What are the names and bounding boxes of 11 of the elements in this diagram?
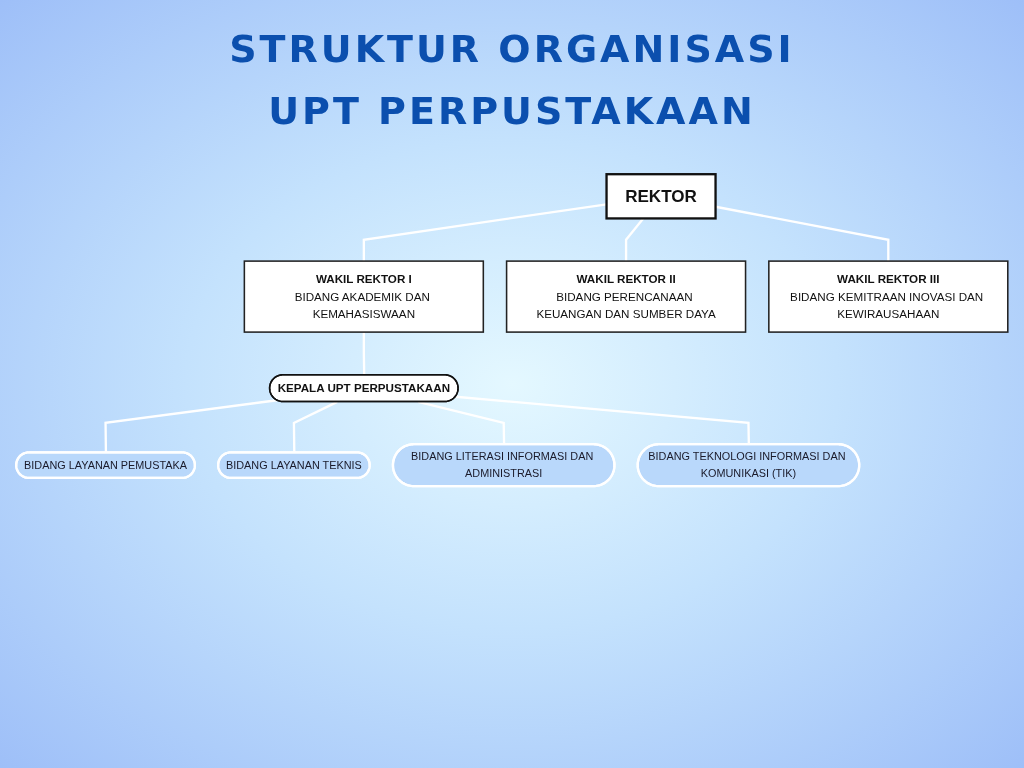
node-box: WAKIL REKTOR I BIDANG AKADEMIK DAN KEMAHASISWAAN bbox=[243, 260, 485, 333]
node-box: WAKIL REKTOR III BIDANG KEMITRAAN INOVASI DAN KEWIRAUSAHAAN bbox=[768, 260, 1009, 333]
connector bbox=[715, 205, 890, 262]
connector bbox=[362, 332, 366, 376]
node-box: REKTOR bbox=[605, 173, 717, 220]
connector bbox=[417, 400, 506, 445]
connector bbox=[362, 203, 607, 262]
diagram-title: STRUKTUR ORGANISASI UPT PERPUSTAKAAN bbox=[228, 26, 796, 135]
node-box: WAKIL REKTOR II BIDANG PERENCANAAN KEUANGAN DAN SUMBER DAYA bbox=[505, 260, 747, 333]
connector bbox=[104, 399, 278, 453]
connector bbox=[455, 395, 750, 445]
